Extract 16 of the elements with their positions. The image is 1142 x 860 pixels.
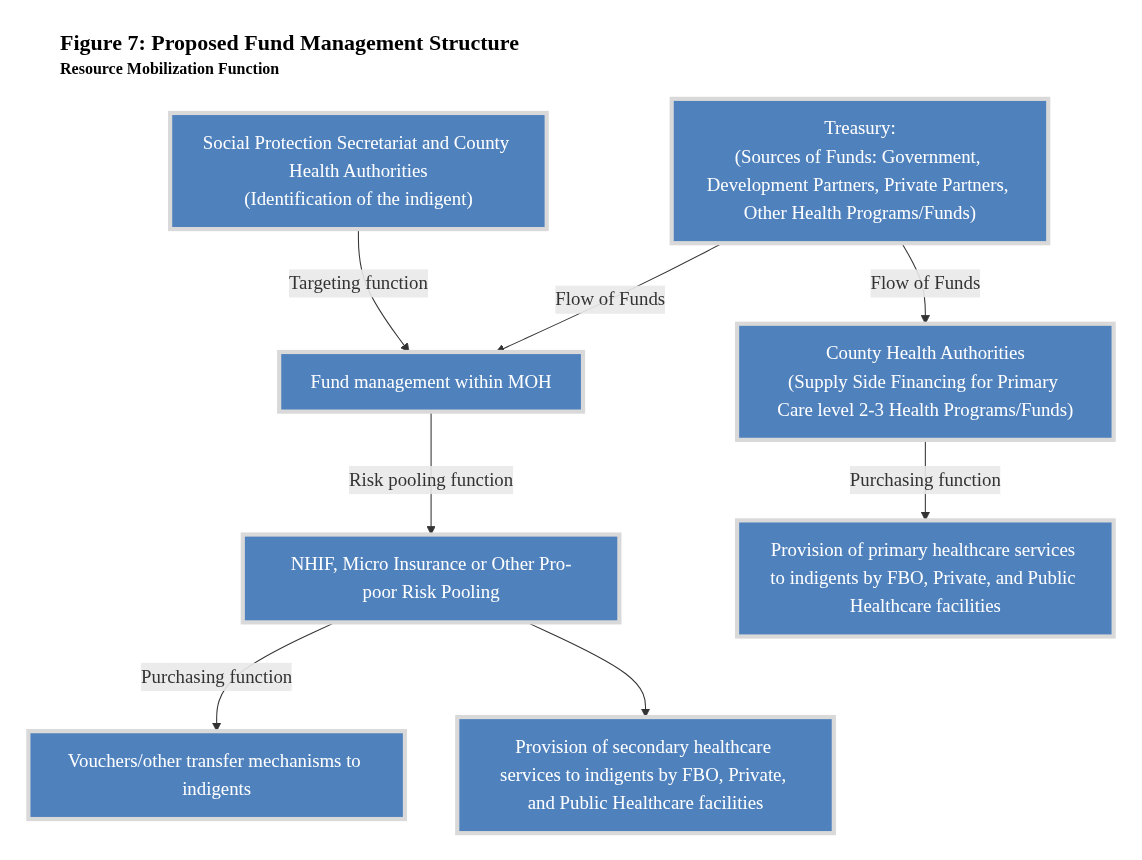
figure-title: Figure 7: Proposed Fund Management Structure	[60, 30, 520, 56]
node-box: County Health Authorities (Supply Side Financing for Primary Care level 2-3 Health Programs/Funds)	[734, 321, 1116, 442]
edge-label: Flow of Funds	[870, 272, 981, 294]
node-box: Treasury: (Sources of Funds: Government, Development Partners, Private Partners, Other Health Programs/Funds)	[669, 96, 1051, 246]
edge-label: Purchasing function	[141, 665, 293, 687]
function-label: Resource Mobilization Function	[60, 60, 280, 78]
node-box: Vouchers/other transfer mechanisms to indigents	[26, 729, 408, 822]
node-box: NHIF, Micro Insurance or Other Pro-poor Risk Pooling	[240, 532, 622, 625]
edge-label: Targeting function	[288, 272, 428, 294]
edge-label: Purchasing function	[849, 469, 1001, 491]
node-box: Provision of primary healthcare services to indigents by FBO, Private, and Public Healthcare facilities	[734, 518, 1116, 639]
edge-label: Risk pooling function	[348, 469, 514, 491]
edge-label: Flow of Funds	[555, 288, 666, 310]
node-box: Social Protection Secretariat and County Health Authorities (Identification of the indigent)	[168, 110, 549, 232]
node-box: Fund management within MOH	[277, 349, 586, 414]
node-box: Provision of secondary healthcare services to indigents by FBO, Private, and Public Healthcare facilities	[455, 714, 836, 836]
